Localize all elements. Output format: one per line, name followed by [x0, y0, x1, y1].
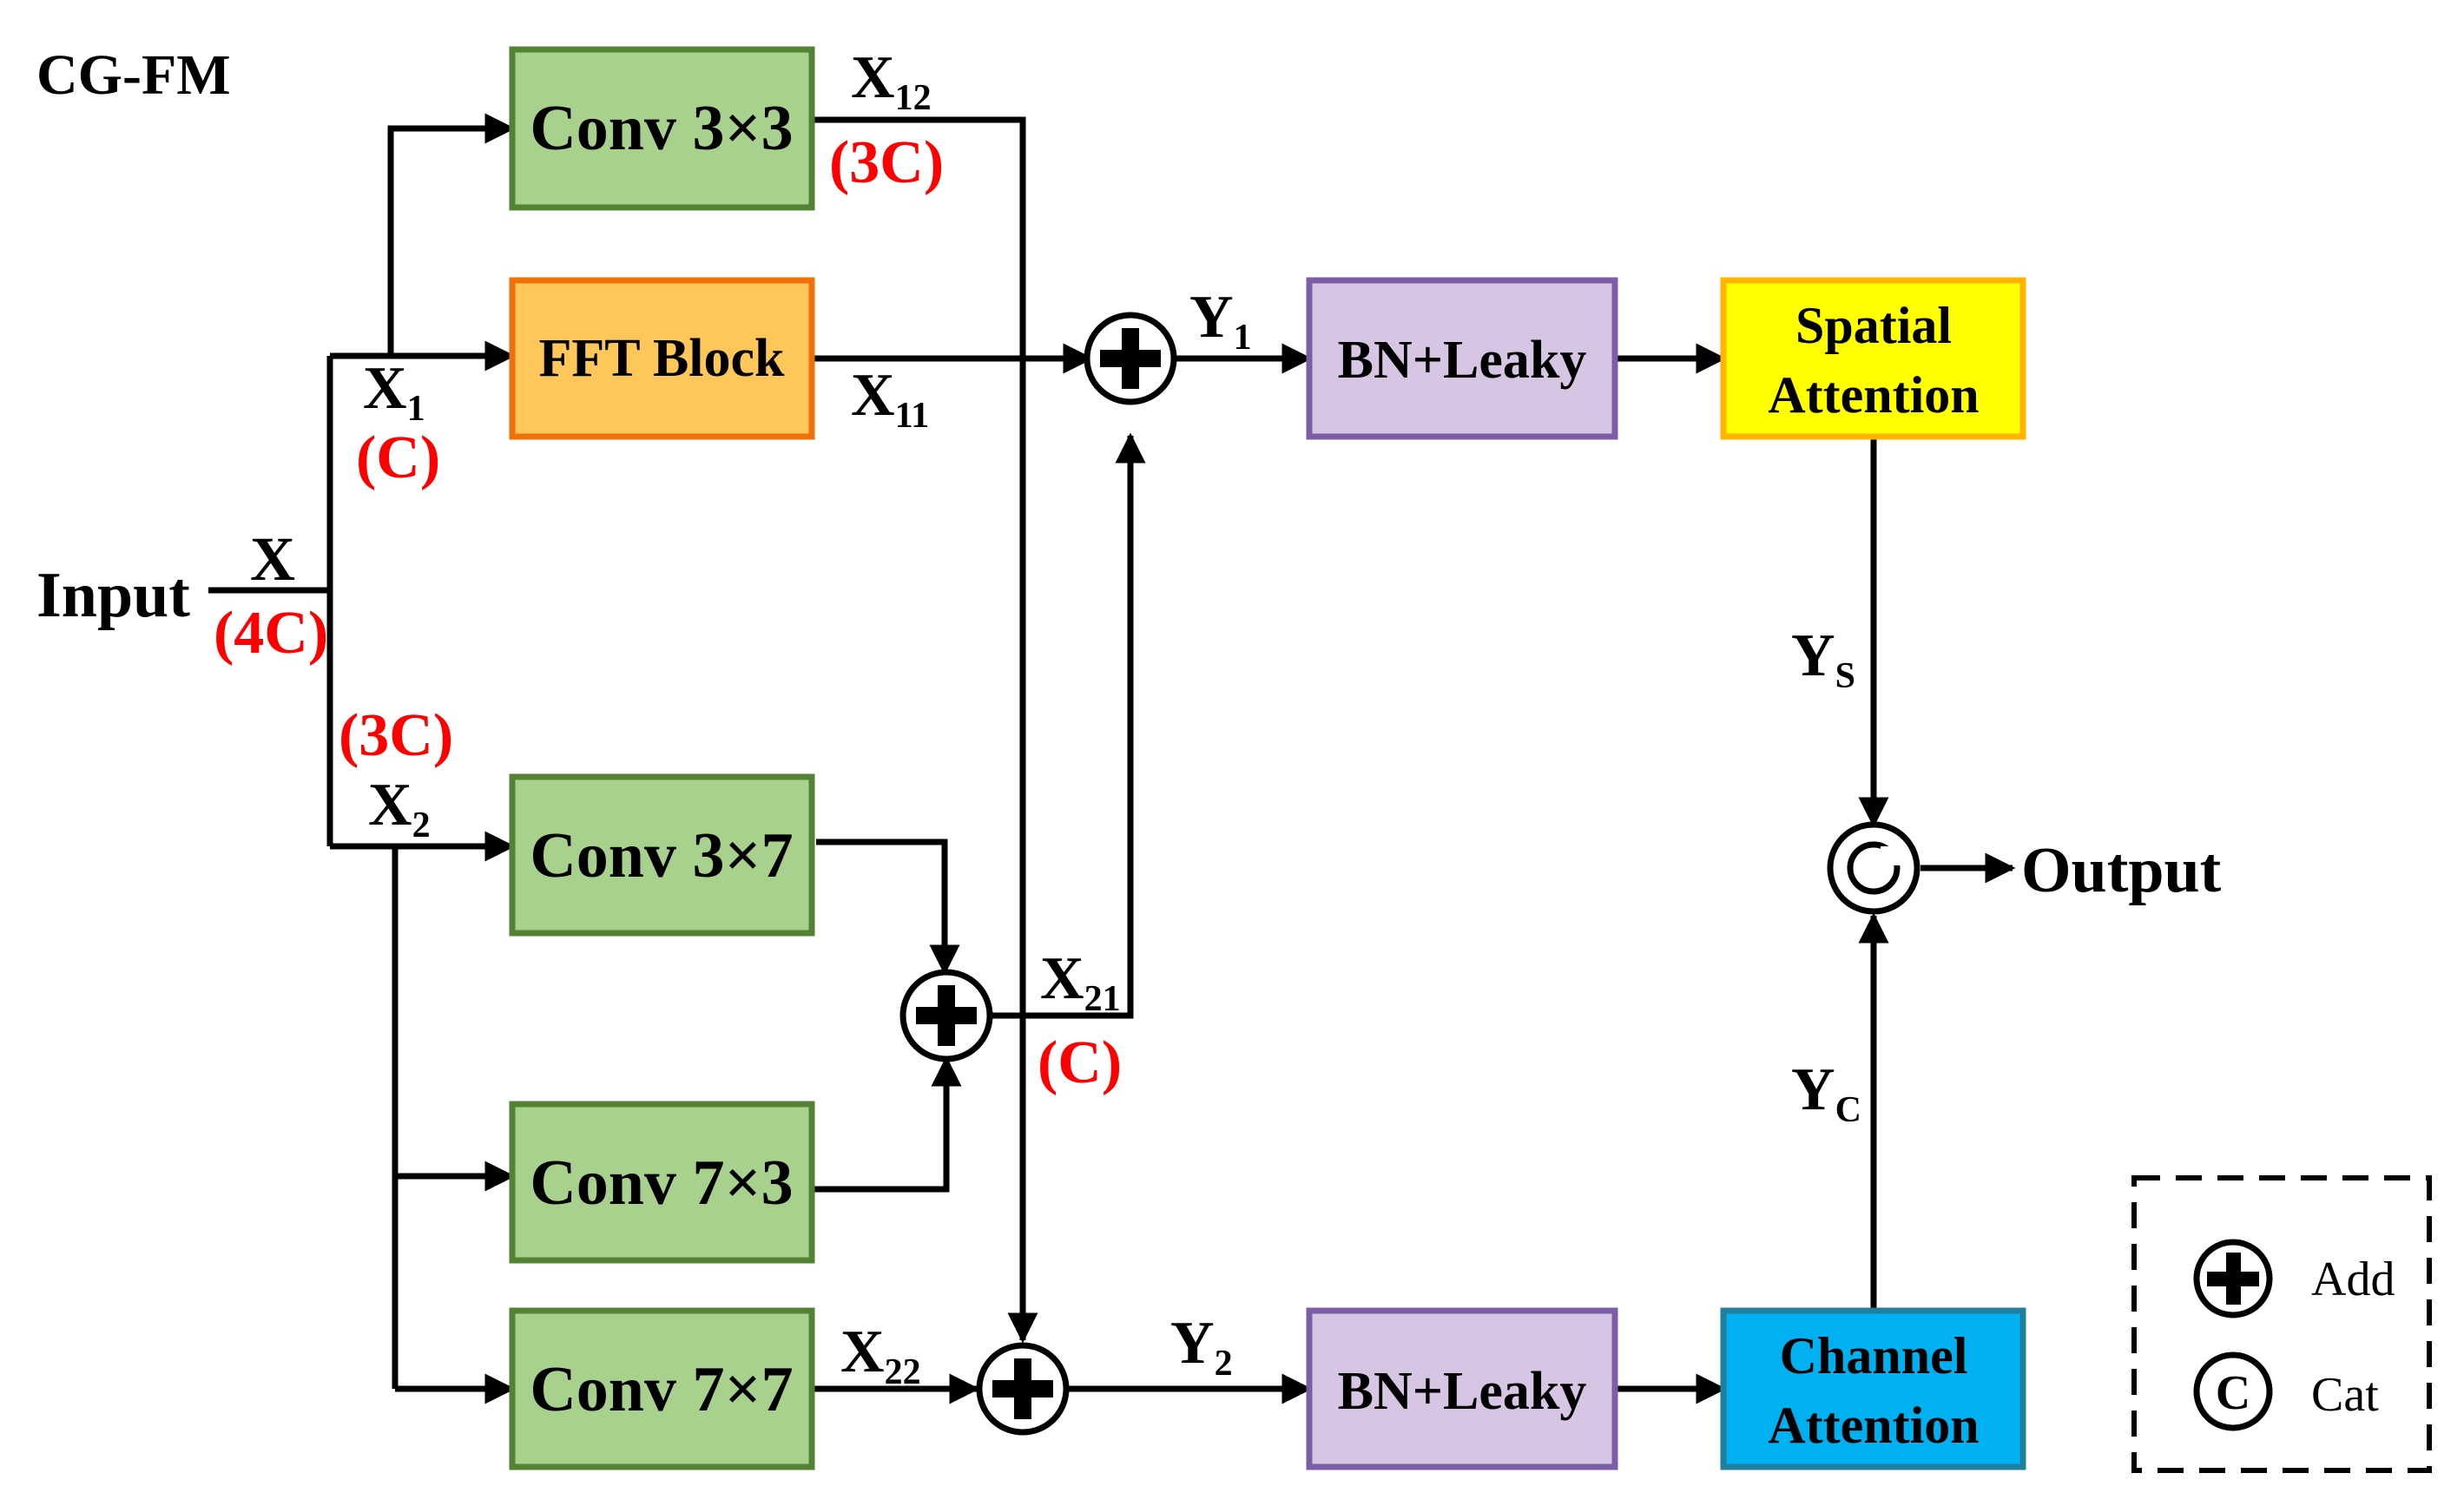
block-spatial-label-1: Spatial	[1795, 297, 1952, 354]
signal-x: X	[250, 524, 295, 594]
block-bn-bottom-label: BN+Leaky	[1338, 1362, 1587, 1421]
channel-x12: (3C)	[829, 129, 944, 196]
block-conv73-label: Conv 7×3	[530, 1148, 793, 1219]
signal-x2: X2	[368, 772, 431, 845]
block-conv37: Conv 3×7	[509, 773, 815, 937]
signal-x1: X1	[363, 355, 425, 429]
cat-node	[1827, 821, 1920, 915]
wires	[208, 113, 2016, 1404]
block-conv77-label: Conv 7×7	[530, 1354, 793, 1425]
channel-x1: (C)	[356, 424, 440, 491]
input-label: Input	[36, 560, 190, 631]
signal-ys: YS	[1791, 622, 1855, 696]
signal-x12: X12	[851, 44, 932, 118]
block-bn-top: BN+Leaky	[1306, 277, 1618, 440]
diagram-title: CG-FM	[36, 43, 231, 107]
output-label: Output	[2021, 835, 2222, 906]
block-channel-attention: Channel Attention	[1720, 1307, 2026, 1470]
channel-x2: (3C)	[339, 702, 453, 769]
signal-x21: X21	[1040, 945, 1121, 1019]
block-fft-label: FFT Block	[538, 329, 785, 388]
signal-x11: X11	[851, 362, 929, 436]
legend: Add C Cat	[2131, 1175, 2432, 1473]
channel-x21: (C)	[1038, 1029, 1122, 1096]
wire-conv73-to-add	[812, 1056, 962, 1193]
add-node-middle	[899, 969, 993, 1062]
legend-add-label: Add	[2311, 1253, 2395, 1306]
block-spatial-label-2: Attention	[1768, 366, 1979, 424]
block-conv77: Conv 7×7	[509, 1307, 815, 1470]
block-fft: FFT Block	[509, 277, 815, 440]
signal-x22: X22	[840, 1319, 921, 1392]
block-conv33-label: Conv 3×3	[530, 93, 793, 164]
legend-cat-icon: C	[2193, 1351, 2273, 1431]
legend-add-icon	[2193, 1239, 2273, 1319]
block-bn-top-label: BN+Leaky	[1338, 331, 1587, 390]
block-conv37-label: Conv 3×7	[530, 820, 793, 891]
block-channel-label-1: Channel	[1780, 1327, 1968, 1384]
channel-x: (4C)	[214, 600, 328, 667]
signal-y1: Y1	[1189, 284, 1252, 358]
legend-cat-label: Cat	[2311, 1368, 2379, 1422]
add-node-top	[1084, 312, 1177, 405]
add-node-bottom	[976, 1342, 1070, 1436]
legend-frame	[2131, 1175, 2432, 1473]
wire-x21	[990, 432, 1146, 1019]
block-spatial-attention: Spatial Attention	[1720, 277, 2026, 440]
block-bn-bottom: BN+Leaky	[1306, 1307, 1618, 1470]
wire-x12	[812, 116, 1038, 1344]
block-conv33: Conv 3×3	[509, 46, 815, 211]
signal-yc: YC	[1791, 1056, 1861, 1130]
block-channel-label-2: Attention	[1768, 1397, 1979, 1454]
signal-y2: Y2	[1170, 1310, 1233, 1384]
legend-cat-symbol: C	[2216, 1366, 2250, 1420]
wire-conv37-to-add	[816, 838, 960, 976]
block-conv73: Conv 7×3	[509, 1101, 815, 1264]
wire-x1-to-conv33	[330, 113, 516, 359]
